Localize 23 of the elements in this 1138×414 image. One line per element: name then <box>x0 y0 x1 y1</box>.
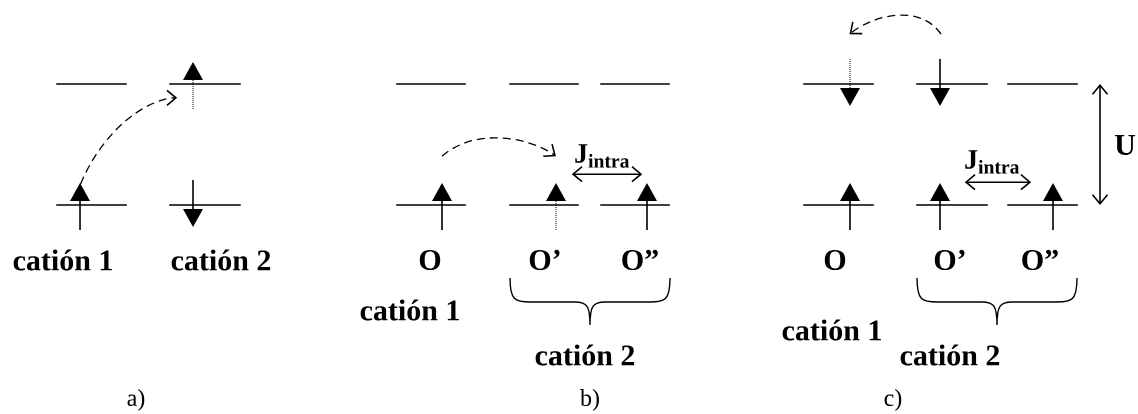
exchange-arrow <box>964 173 1032 191</box>
site-label: O’ <box>934 249 965 271</box>
edge-label: J$_{intra}$ <box>965 150 1020 174</box>
site-label: O’ <box>529 249 560 271</box>
cation-label: catión 2 <box>535 344 635 366</box>
site-label: O” <box>622 249 658 271</box>
energy-gap-label: U <box>1114 135 1136 155</box>
site-label: O <box>419 249 441 271</box>
cation-label: catión 1 <box>782 319 881 341</box>
cation-label: catión 1 <box>360 299 459 321</box>
site-label: O” <box>1022 249 1058 271</box>
hopping-arrow <box>441 137 556 158</box>
panel-label: a) <box>127 389 145 411</box>
hopping-arrow <box>79 89 178 185</box>
cation-label: catión 1 <box>13 249 112 271</box>
panel-label: c) <box>884 389 902 411</box>
exchange-arrow <box>571 165 643 183</box>
site-label: O <box>824 249 846 271</box>
cation-label: catión 2 <box>171 249 271 271</box>
cation-label: catión 2 <box>900 344 1000 366</box>
edge-label: J$_{intra}$ <box>575 144 630 168</box>
hopping-arrow <box>849 14 942 35</box>
panel-label: b) <box>580 389 599 411</box>
